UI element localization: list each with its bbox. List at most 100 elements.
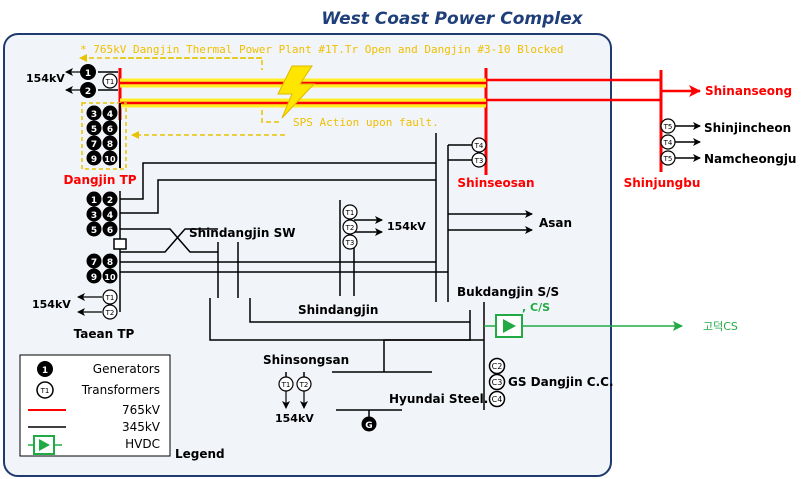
gs-dangjin-generator-c3 [488,373,506,391]
notice-text: * 765kV Dangjin Thermal Power Plant #1T.… [80,43,563,56]
shinseosan-transformers: T4 T3 [471,137,487,168]
legend-345kv-label: 345kV [122,420,161,434]
taean-transformer-t1-label: T1 [105,294,115,302]
dangjin-generator-6-label: 6 [107,125,113,135]
gs-dangjin-generator-c3-label: C3 [492,378,503,387]
legend-generators-label: Generators [93,362,160,376]
shinjungbu-label: Shinjungbu [624,176,701,190]
dangjin-generator-2 [80,82,96,98]
bukdangjin-label: Bukdangjin S/S [457,285,559,299]
taean-generator-5 [86,221,102,237]
taean-generator-2-label: 2 [107,196,113,206]
hyundai-steel-label: Hyundai Steel. [389,392,488,406]
blocked-units-box [81,102,127,170]
gs-dangjin-generator-c2 [488,357,506,375]
legend-title: Legend [175,447,225,461]
taean-generator-3 [86,206,102,222]
legend-transformer-symbol: T1 [40,387,50,395]
legend-transformer-icon [36,381,54,399]
shinsongsan-transformer-t1-label: T1 [281,381,291,389]
dangjin-generator-8-label: 8 [107,140,113,150]
shindangjin-transformer-t3-label: T3 [345,239,355,247]
gs-dangjin-generator-c2-label: C2 [492,362,503,371]
taean-transformer-t1 [102,289,118,305]
taean-generator-1-label: 1 [91,196,97,206]
taean-generator-7 [86,253,102,269]
dangjin-generator-8 [102,135,118,151]
asan-label: Asan [539,216,572,230]
hyundai-steel-generator-label: G [365,421,372,431]
taean-generator-5-label: 5 [91,226,97,236]
taean-generator-8-label: 8 [107,258,113,268]
gs-dangjin-label: GS Dangjin C.C. [508,375,614,389]
dangjin-generator-7-label: 7 [91,140,97,150]
dangjin-generator-3-label: 3 [91,110,97,120]
shindangjin-sw-label: Shindangjin SW [189,226,296,240]
godeok-cs-label: 고덕CS [703,320,738,333]
legend-generator-symbol: 1 [42,366,48,376]
dangjin-154kv-label: 154kV [26,72,65,85]
taean-tp-label: Taean TP [74,327,135,341]
taean-generator-8 [102,253,118,269]
shinsongsan-transformers: T1 T2 [278,376,312,409]
taean-generator-4-label: 4 [107,211,113,221]
shinsongsan-154kv-label: 154kV [275,412,314,425]
taean-generator-10 [102,268,118,284]
fault-lightning-icon [277,65,316,119]
dangjin-generator-2-label: 2 [85,87,91,97]
dangjin-tp: 1 2 154kV T1 3 4 5 6 7 8 9 10 [26,64,121,168]
dangjin-generator-4-label: 4 [107,110,113,120]
shindangjin-154kv-label: 154kV [387,220,426,233]
bukdangjin-cs-label: , C/S [522,301,550,314]
shinseosan-transformer-t4 [471,137,487,153]
dangjin-transformer-t1-label: T1 [105,78,115,86]
shinseosan-transformer-t4-label: T4 [474,142,484,150]
gs-dangjin-generators: C2 C3 C4 [488,357,506,408]
legend: 1 Generators T1 Transformers 765kV 345kV… [19,354,171,457]
dangjin-generator-9 [86,150,102,166]
shinanseong-label: Shinanseong [705,84,792,98]
dangjin-generator-1 [80,64,96,80]
shinjungbu-transformers: T5 T4 T5 [660,118,676,166]
taean-tp: 1 2 3 4 5 6 7 8 9 10 T1 T2 [77,191,127,320]
taean-transformer-t2 [102,304,118,320]
dangjin-tp-label: Dangjin TP [63,173,136,187]
shinjincheon-label: Shinjincheon [704,121,791,135]
shindangjin-label: Shindangjin [298,303,378,317]
sps-dashed-frame [261,110,280,123]
dangjin-generator-10 [102,150,118,166]
shinsongsan-transformer-t2-label: T2 [299,381,309,389]
taean-generator-2 [102,191,118,207]
shinsongsan-label: Shinsongsan [263,353,349,367]
shindangjin-transformer-t1-label: T1 [345,209,355,217]
shinseosan-transformer-t3-label: T3 [474,157,484,165]
legend-hvdc-label: HVDC [125,437,160,451]
shinjungbu-transformer-3-label: T5 [663,155,673,163]
namcheongju-label: Namcheongju [704,152,796,166]
taean-transformer-t2-label: T2 [105,309,115,317]
shindangjin-transformers: T1 T2 T3 [342,204,358,250]
dangjin-generator-3 [86,105,102,121]
shinseosan-transformer-t3 [471,152,487,168]
taean-generator-4 [102,206,118,222]
taean-154kv-label: 154kV [32,298,71,311]
taean-generator-3-label: 3 [91,211,97,221]
shinseosan-label: Shinseosan [457,176,534,190]
sps-action-text: SPS Action upon fault. [293,116,439,129]
taean-generator-6 [102,221,118,237]
hyundai-steel-generator [361,416,377,432]
legend-transformers-label: Transformers [81,383,160,397]
legend-765kv-label: 765kV [122,403,161,417]
gs-dangjin-generator-c4-label: C4 [492,395,503,404]
shinjungbu-transformer-1 [660,118,676,134]
taean-generator-9-label: 9 [91,273,97,283]
taean-generator-7-label: 7 [91,258,97,268]
dangjin-generator-5 [86,120,102,136]
taean-bus-coupler [113,238,127,250]
hvdc-converter-icon [484,314,683,338]
taean-generator-6-label: 6 [107,226,113,236]
dangjin-transformer-t1 [102,73,118,89]
shindangjin-transformer-t2-label: T2 [345,224,355,232]
shinjungbu-transformer-1-label: T5 [663,123,673,131]
